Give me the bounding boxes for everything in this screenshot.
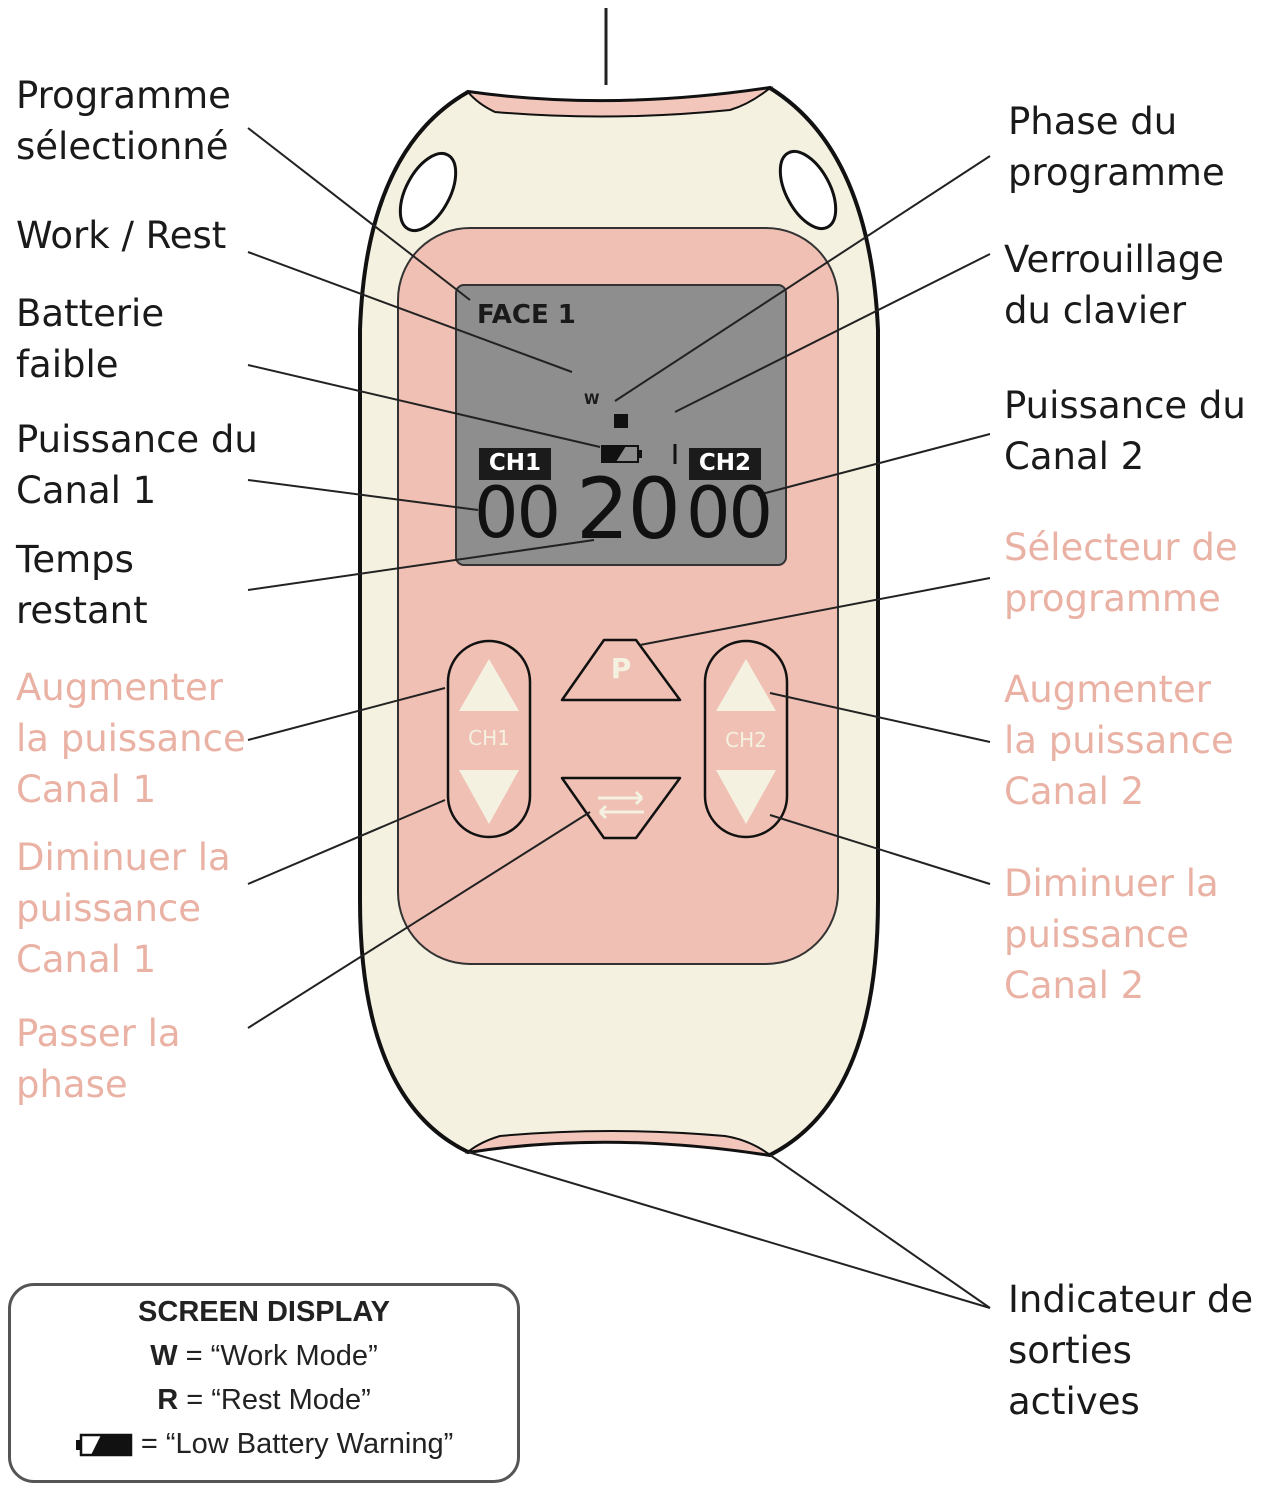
leader-lines xyxy=(247,127,991,1309)
lcd-ch2-badge-bg xyxy=(689,448,761,480)
lcd-ch1-badge-bg xyxy=(479,448,551,480)
ch1-decrease-button[interactable] xyxy=(459,770,519,824)
label-augmenter-canal-2: Augmenter la puissance Canal 2 xyxy=(1004,668,1234,813)
label-passer-phase: Passer la phase xyxy=(16,1012,181,1106)
legend-w-key: W xyxy=(150,1340,178,1372)
label-batterie-faible: Batterie faible xyxy=(16,292,165,386)
label-selecteur-programme: Sélecteur de programme xyxy=(1004,526,1238,620)
program-button-label: P xyxy=(610,652,632,685)
legend-w-text: = “Work Mode” xyxy=(177,1340,378,1372)
label-indicateur-sorties: Indicateur de sorties actives xyxy=(1008,1278,1254,1423)
lcd-ch1-badge: CH1 xyxy=(488,450,542,476)
ch2-button-group xyxy=(703,639,789,839)
lcd-time-remaining: 20 xyxy=(576,460,681,558)
label-augmenter-canal-1: Augmenter la puissance Canal 1 xyxy=(16,666,246,811)
bottom-output-indicator xyxy=(464,1130,771,1156)
legend-r-text: = “Rest Mode” xyxy=(178,1384,371,1416)
ch2-increase-button[interactable] xyxy=(716,659,776,711)
legend-low-battery: = “Low Battery Warning” xyxy=(11,1428,517,1461)
legend-rest-mode: R = “Rest Mode” xyxy=(11,1384,517,1417)
label-work-rest: Work / Rest xyxy=(16,214,227,257)
label-puissance-canal-2: Puissance du Canal 2 xyxy=(1004,384,1246,478)
lcd-program-name: FACE 1 xyxy=(477,300,576,330)
label-temps-restant: Temps restant xyxy=(16,538,148,632)
legend-r-key: R xyxy=(157,1384,179,1416)
legend-title: SCREEN DISPLAY xyxy=(138,1296,390,1328)
lcd-ch2-badge: CH2 xyxy=(698,450,752,476)
label-puissance-canal-1: Puissance du Canal 1 xyxy=(16,418,258,512)
program-selector-button[interactable] xyxy=(560,638,682,702)
lcd-battery-icon xyxy=(601,445,642,463)
skip-phase-button[interactable] xyxy=(560,776,682,840)
skip-phase-icon xyxy=(598,790,644,820)
lcd-mode-indicator: W xyxy=(584,392,600,408)
legend-battery-text: = “Low Battery Warning” xyxy=(140,1428,454,1460)
left-strap-hole xyxy=(398,152,458,232)
ch1-increase-button[interactable] xyxy=(459,659,519,711)
ch2-button-label: CH2 xyxy=(725,728,767,752)
label-diminuer-canal-2: Diminuer la puissance Canal 2 xyxy=(1004,862,1219,1007)
legend-work-mode: W = “Work Mode” xyxy=(11,1340,517,1373)
lcd-ch2-power: 00 xyxy=(686,472,773,554)
label-phase-programme: Phase du programme xyxy=(1008,100,1225,194)
screen-display-legend: SCREEN DISPLAY W = “Work Mode” R = “Rest… xyxy=(8,1283,520,1483)
ch1-button-group xyxy=(446,639,532,839)
label-verrouillage-clavier: Verrouillage du clavier xyxy=(1004,238,1225,332)
top-output-indicator xyxy=(465,86,774,118)
label-diminuer-canal-1: Diminuer la puissance Canal 1 xyxy=(16,836,231,981)
ch1-button-label: CH1 xyxy=(468,726,510,750)
phase-indicator xyxy=(614,414,628,428)
battery-icon xyxy=(75,1434,133,1457)
right-strap-hole xyxy=(778,150,838,230)
lcd-ch1-power: 00 xyxy=(474,472,561,554)
label-programme-selectionne: Programme sélectionné xyxy=(16,74,231,168)
ch2-decrease-button[interactable] xyxy=(716,770,776,824)
